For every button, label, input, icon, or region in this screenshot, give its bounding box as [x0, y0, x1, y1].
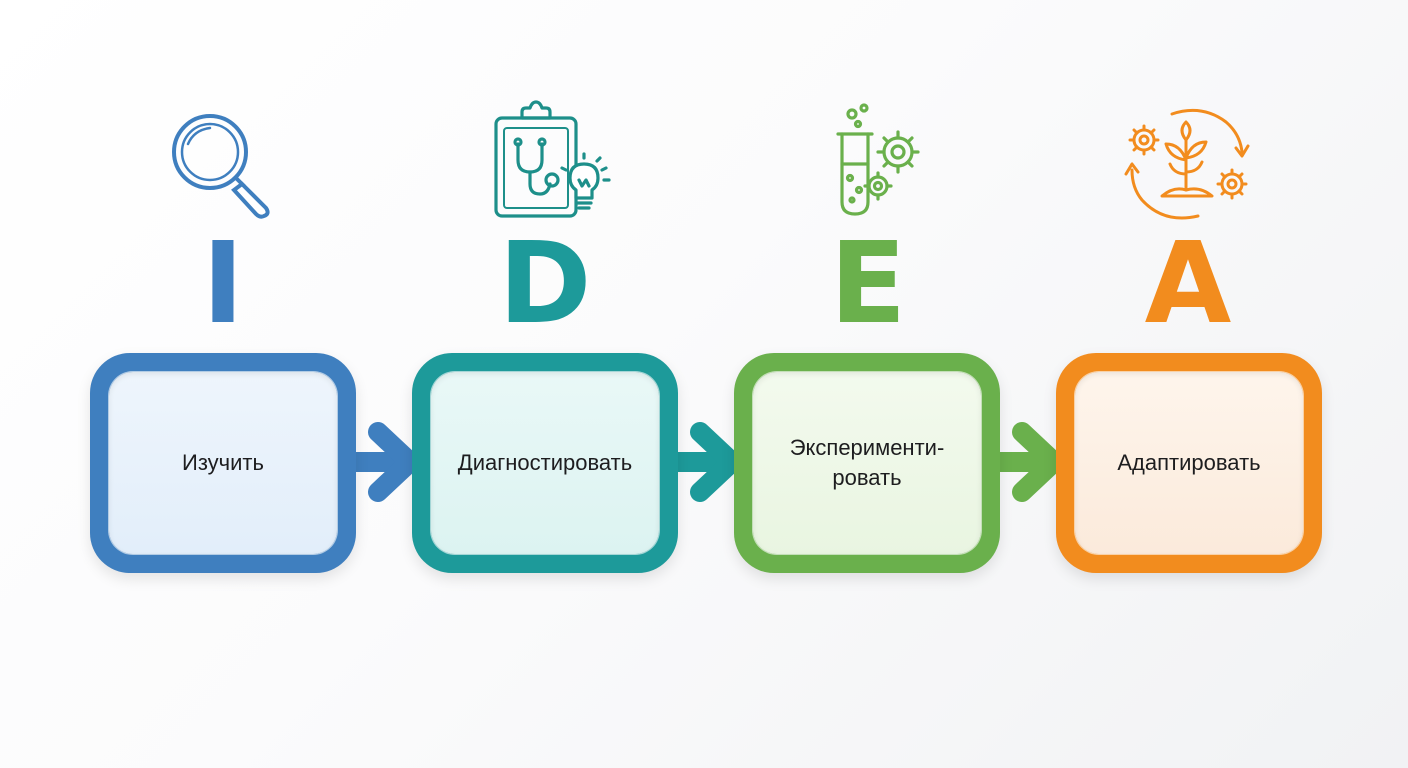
test-tube-gears-icon — [828, 100, 958, 230]
letter-i: I — [202, 219, 244, 349]
step-box-diagnostirovat: Диагностировать — [412, 353, 678, 573]
letter-e: E — [829, 219, 907, 349]
step-label-adaptirovat: Адаптировать — [1117, 450, 1261, 475]
step-box-adaptirovat: Адаптировать — [1056, 353, 1322, 573]
step-box-izuchit: Изучить — [90, 353, 356, 573]
step-label-eksperimentirovat: Эксперименти- ровать — [789, 435, 945, 490]
letter-a: A — [1144, 219, 1232, 349]
magnifier-icon — [158, 104, 288, 234]
step-label-diagnostirovat: Диагностировать — [457, 450, 633, 475]
clipboard-stethoscope-lightbulb-icon — [488, 100, 618, 230]
step-box-eksperimentirovat: Эксперименти- ровать — [734, 353, 1000, 573]
plant-cycle-gears-icon — [1122, 100, 1252, 230]
letter-d: D — [498, 219, 592, 349]
step-label-izuchit: Изучить — [182, 450, 264, 475]
